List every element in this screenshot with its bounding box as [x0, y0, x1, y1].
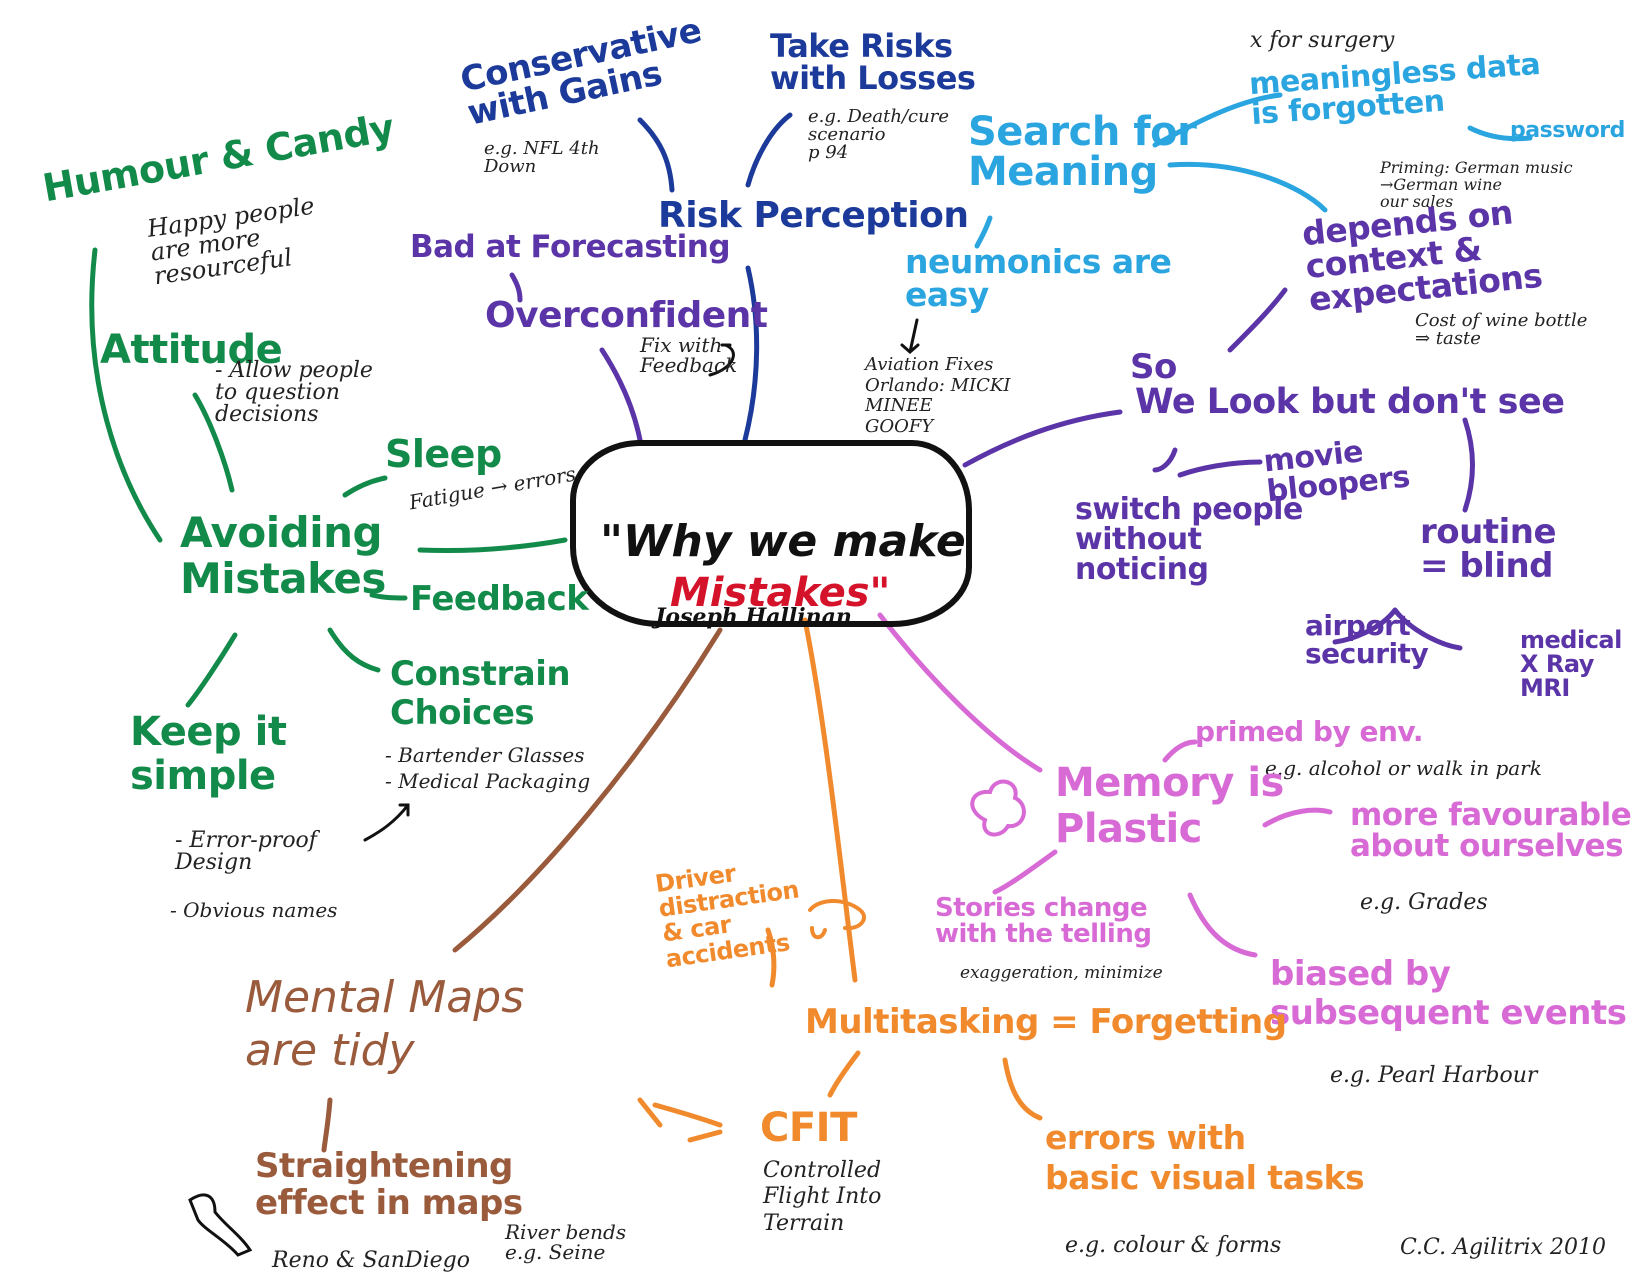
node-neumonics: neumonics are easy — [905, 242, 1172, 314]
node-risk-perception: Risk Perception — [658, 195, 969, 236]
note-cost-wine: Cost of wine bottle ⇒ taste — [1415, 310, 1588, 349]
node-feedback: Feedback — [410, 579, 589, 619]
brain-doodle — [970, 779, 1026, 837]
center-title: "Why we make — [600, 516, 966, 567]
credit-signature: C.C. Agilitrix 2010 — [1400, 1235, 1606, 1260]
link-memory-biased — [1187, 892, 1258, 958]
link-search-neumonics — [974, 215, 993, 249]
link-maps-straight — [321, 1097, 333, 1153]
link-risk-center — [742, 265, 760, 443]
note-death-cure: e.g. Death/cure scenario p 94 — [808, 106, 949, 163]
node-take-risks-losses: Take Risks with Losses — [770, 27, 976, 97]
node-routine-blind: routine = blind — [1420, 512, 1557, 586]
link-meaningless-password — [1467, 125, 1533, 142]
link-center-see — [962, 409, 1123, 468]
note-nfl: e.g. NFL 4th Down — [484, 138, 600, 177]
note-grades: e.g. Grades — [1360, 890, 1488, 915]
link-search-meaningless — [1152, 92, 1283, 148]
note-reno: Reno & SanDiego — [272, 1248, 470, 1273]
arrow-aviation — [900, 318, 920, 354]
arrow-fix-feedback — [708, 343, 735, 377]
node-overconfident: Overconfident — [485, 295, 768, 336]
link-center-memory — [877, 612, 1043, 773]
link-risk-conservative — [637, 117, 675, 193]
link-forecasting-overconfident — [509, 272, 523, 303]
link-risk-takerisks — [745, 112, 793, 188]
node-airport-security: airport security — [1305, 609, 1429, 670]
plane-doodle — [637, 1097, 723, 1143]
node-memory-plastic: Memory is Plastic — [1055, 760, 1284, 852]
link-see-depends — [1227, 287, 1288, 353]
node-driver-distraction: Driver distraction & car accidents — [653, 859, 801, 973]
node-depends-context: depends on context & expectations — [1300, 192, 1545, 319]
node-medical-xray: medical X Ray MRI — [1520, 626, 1622, 702]
node-switch-people: switch people without noticing — [1075, 492, 1303, 587]
california-doodle — [188, 1193, 253, 1257]
link-avoiding-sleep — [342, 475, 388, 498]
node-constrain-choices: Constrain Choices — [390, 654, 571, 734]
node-cfit: CFIT — [760, 1105, 857, 1151]
car-doodle — [808, 899, 866, 940]
node-biased-events: biased by subsequent events — [1270, 954, 1627, 1034]
node-password: password — [1510, 118, 1625, 143]
node-primed-env: primed by env. — [1195, 715, 1423, 748]
note-fix-feedback: Fix with Feedback — [640, 333, 738, 377]
note-x-surgery: x for surgery — [1250, 28, 1395, 53]
node-more-favourable: more favourable about ourselves — [1350, 797, 1632, 864]
link-avoiding-attitude — [192, 392, 235, 493]
link-multi-cfit — [827, 1050, 861, 1098]
note-obvious-names: - Obvious names — [170, 898, 338, 922]
center-node-frame — [570, 440, 972, 627]
note-colour-forms: e.g. colour & forms — [1065, 1233, 1282, 1258]
link-see-routine — [1462, 417, 1475, 513]
link-memory-primed — [1162, 739, 1198, 763]
node-multitasking: Multitasking = Forgetting — [805, 1002, 1287, 1042]
node-look-dont-see: We Look but don't see — [1135, 382, 1565, 422]
node-bad-forecasting: Bad at Forecasting — [410, 229, 731, 265]
link-see-bloopers — [1152, 447, 1263, 478]
node-search-meaning: Search for Meaning — [968, 109, 1197, 195]
note-river-bends: River bends e.g. Seine — [505, 1220, 627, 1264]
link-center-avoiding — [417, 537, 568, 554]
note-alcohol-park: e.g. alcohol or walk in park — [1265, 756, 1542, 780]
note-priming: Priming: German music →German wine our s… — [1380, 158, 1573, 211]
note-aviation-fixes: Aviation Fixes Orlando: MICKI MINEE GOOF… — [865, 354, 1011, 438]
note-allow-people: - Allow people to question decisions — [215, 358, 373, 427]
link-avoiding-constrain — [327, 627, 381, 673]
link-memory-stories — [992, 849, 1058, 895]
link-routine-split — [1332, 607, 1463, 651]
note-exaggeration: exaggeration, minimize — [960, 963, 1163, 983]
node-so: So — [1130, 347, 1177, 387]
node-avoiding-mistakes: Avoiding Mistakes — [180, 508, 386, 604]
node-keep-simple: Keep it simple — [130, 709, 287, 799]
link-avoiding-feedback — [369, 592, 408, 601]
note-bartender: - Bartender Glasses - Medical Packaging — [385, 743, 591, 793]
node-sleep: Sleep — [385, 432, 502, 476]
center-main-topic: Mistakes" — [670, 570, 891, 616]
node-stories-change: Stories change with the telling — [935, 893, 1152, 949]
node-mental-maps: Mental Maps are tidy — [245, 972, 525, 1076]
link-search-depends — [1167, 161, 1328, 213]
link-driver-multi — [765, 927, 777, 988]
link-multi-errors — [1002, 1057, 1043, 1121]
link-memory-favourable — [1262, 807, 1333, 828]
note-pearl-harbour: e.g. Pearl Harbour — [1330, 1063, 1538, 1088]
center-author: Joseph Hallinan — [655, 604, 852, 630]
note-controlled-flight: Controlled Flight Into Terrain — [763, 1158, 882, 1236]
node-errors-visual: errors with basic visual tasks — [1045, 1118, 1365, 1197]
link-avoiding-keep — [185, 632, 238, 708]
link-center-maps — [452, 627, 723, 953]
link-center-multi — [802, 617, 858, 983]
node-attitude: Attitude — [100, 327, 283, 373]
arrow-error-proof — [363, 803, 410, 842]
note-error-proof: - Error-proof Design — [175, 828, 317, 875]
link-overconfident-center — [599, 347, 643, 443]
link-avoiding-humour — [89, 247, 163, 543]
node-straightening: Straightening effect in maps — [255, 1146, 523, 1224]
